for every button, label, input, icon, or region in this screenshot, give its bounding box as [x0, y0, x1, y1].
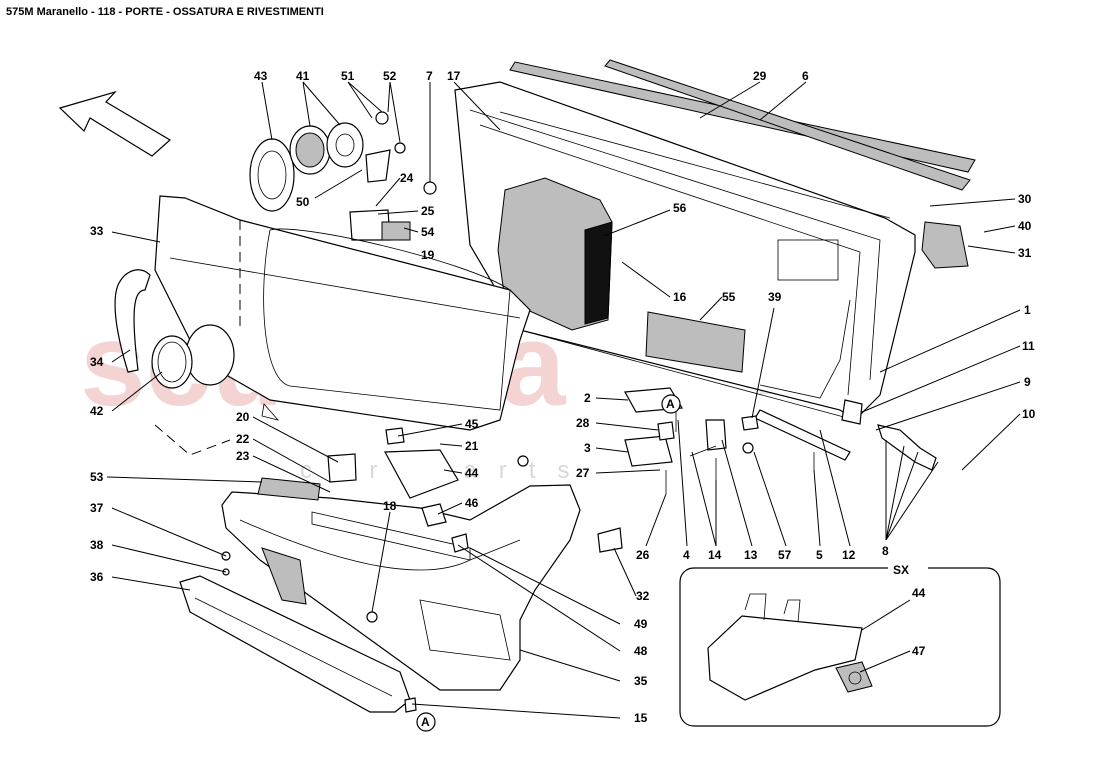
- callout-11: 11: [1022, 339, 1035, 353]
- callout-52: 52: [383, 69, 397, 83]
- seal-strip: [499, 111, 891, 219]
- lower-door-panel: [221, 477, 581, 691]
- speaker-ring: [151, 335, 193, 389]
- callout-34: 34: [90, 355, 104, 369]
- callout-2: 2: [584, 391, 591, 405]
- direction-arrow-icon: [58, 90, 172, 157]
- callout-43: 43: [254, 69, 268, 83]
- door-hardware: [221, 181, 937, 713]
- door-pocket-edge: [194, 597, 393, 697]
- callout-7: 7: [426, 69, 433, 83]
- lower-rail: [754, 409, 851, 461]
- callout-28: 28: [576, 416, 590, 430]
- callout-17: 17: [447, 69, 461, 83]
- leader-lines: [106, 81, 1021, 719]
- svg-text:A: A: [421, 715, 430, 729]
- callout-27: 27: [576, 466, 590, 480]
- callout-54: 54: [421, 225, 435, 239]
- window-seal-inner: [604, 59, 971, 191]
- diagram-title: 575M Maranello - 118 - PORTE - OSSATURA …: [6, 6, 324, 18]
- door-pocket: [179, 575, 411, 713]
- callout-33: 33: [90, 224, 104, 238]
- callout-25: 25: [421, 204, 435, 218]
- callout-55: 55: [722, 290, 736, 304]
- callout-42: 42: [90, 404, 104, 418]
- callout-21: 21: [465, 439, 479, 453]
- callout-12: 12: [842, 548, 856, 562]
- callout-5: 5: [816, 548, 823, 562]
- insulation-pad: [497, 177, 613, 331]
- callout-6: 6: [802, 69, 809, 83]
- callout-8: 8: [882, 544, 889, 558]
- callout-51: 51: [341, 69, 355, 83]
- callout-24: 24: [400, 171, 414, 185]
- door-frame: [454, 81, 916, 421]
- sound-pad: [645, 311, 746, 373]
- door-trim-panel: [154, 195, 531, 431]
- callout-18: 18: [383, 499, 397, 513]
- callout-16: 16: [673, 290, 687, 304]
- hinge-block: [921, 221, 969, 269]
- callout-1: 1: [1024, 303, 1031, 317]
- callout-45: 45: [465, 417, 479, 431]
- callout-31: 31: [1018, 246, 1032, 260]
- callout-20: 20: [236, 410, 250, 424]
- callout-29: 29: [753, 69, 767, 83]
- callout-19: 19: [421, 248, 435, 262]
- svg-text:A: A: [666, 397, 675, 411]
- callout-10: 10: [1022, 407, 1036, 421]
- callout-15: 15: [634, 711, 648, 725]
- callout-30: 30: [1018, 192, 1032, 206]
- callout-44: 44: [465, 466, 479, 480]
- callout-36: 36: [90, 570, 104, 584]
- callout-22: 22: [236, 432, 250, 446]
- callout-37: 37: [90, 501, 104, 515]
- callout-9: 9: [1024, 375, 1031, 389]
- callout-44-sx: 44: [912, 586, 926, 600]
- callout-14: 14: [708, 548, 722, 562]
- callout-38: 38: [90, 538, 104, 552]
- detail-marker-a-1: A: [661, 394, 681, 414]
- callout-40: 40: [1018, 219, 1032, 233]
- armrest-trim: [114, 269, 151, 373]
- sx-inset: SX: [679, 556, 1001, 727]
- callout-3: 3: [584, 441, 591, 455]
- callout-26: 26: [636, 548, 650, 562]
- callout-53: 53: [90, 470, 104, 484]
- callout-41: 41: [296, 69, 310, 83]
- callout-32: 32: [636, 589, 650, 603]
- callout-23: 23: [236, 449, 250, 463]
- sx-label: SX: [893, 563, 909, 577]
- callout-4: 4: [683, 548, 690, 562]
- insulation-dark-panel: [584, 221, 613, 325]
- callout-39: 39: [768, 290, 782, 304]
- callout-50: 50: [296, 195, 310, 209]
- speaker-ring-inner: [157, 341, 187, 383]
- callout-labels: 43 41 51 52 7 17 29 6 30 40 31 33 24 25 …: [90, 69, 1036, 725]
- speaker-group: [249, 111, 411, 241]
- detail-marker-a-2: A: [416, 712, 436, 732]
- callout-35: 35: [634, 674, 648, 688]
- callout-13: 13: [744, 548, 758, 562]
- trim-cap: [597, 527, 623, 553]
- callout-48: 48: [634, 644, 648, 658]
- callout-49: 49: [634, 617, 648, 631]
- callout-46: 46: [465, 496, 479, 510]
- callout-56: 56: [673, 201, 687, 215]
- callout-57: 57: [778, 548, 792, 562]
- callout-47: 47: [912, 644, 926, 658]
